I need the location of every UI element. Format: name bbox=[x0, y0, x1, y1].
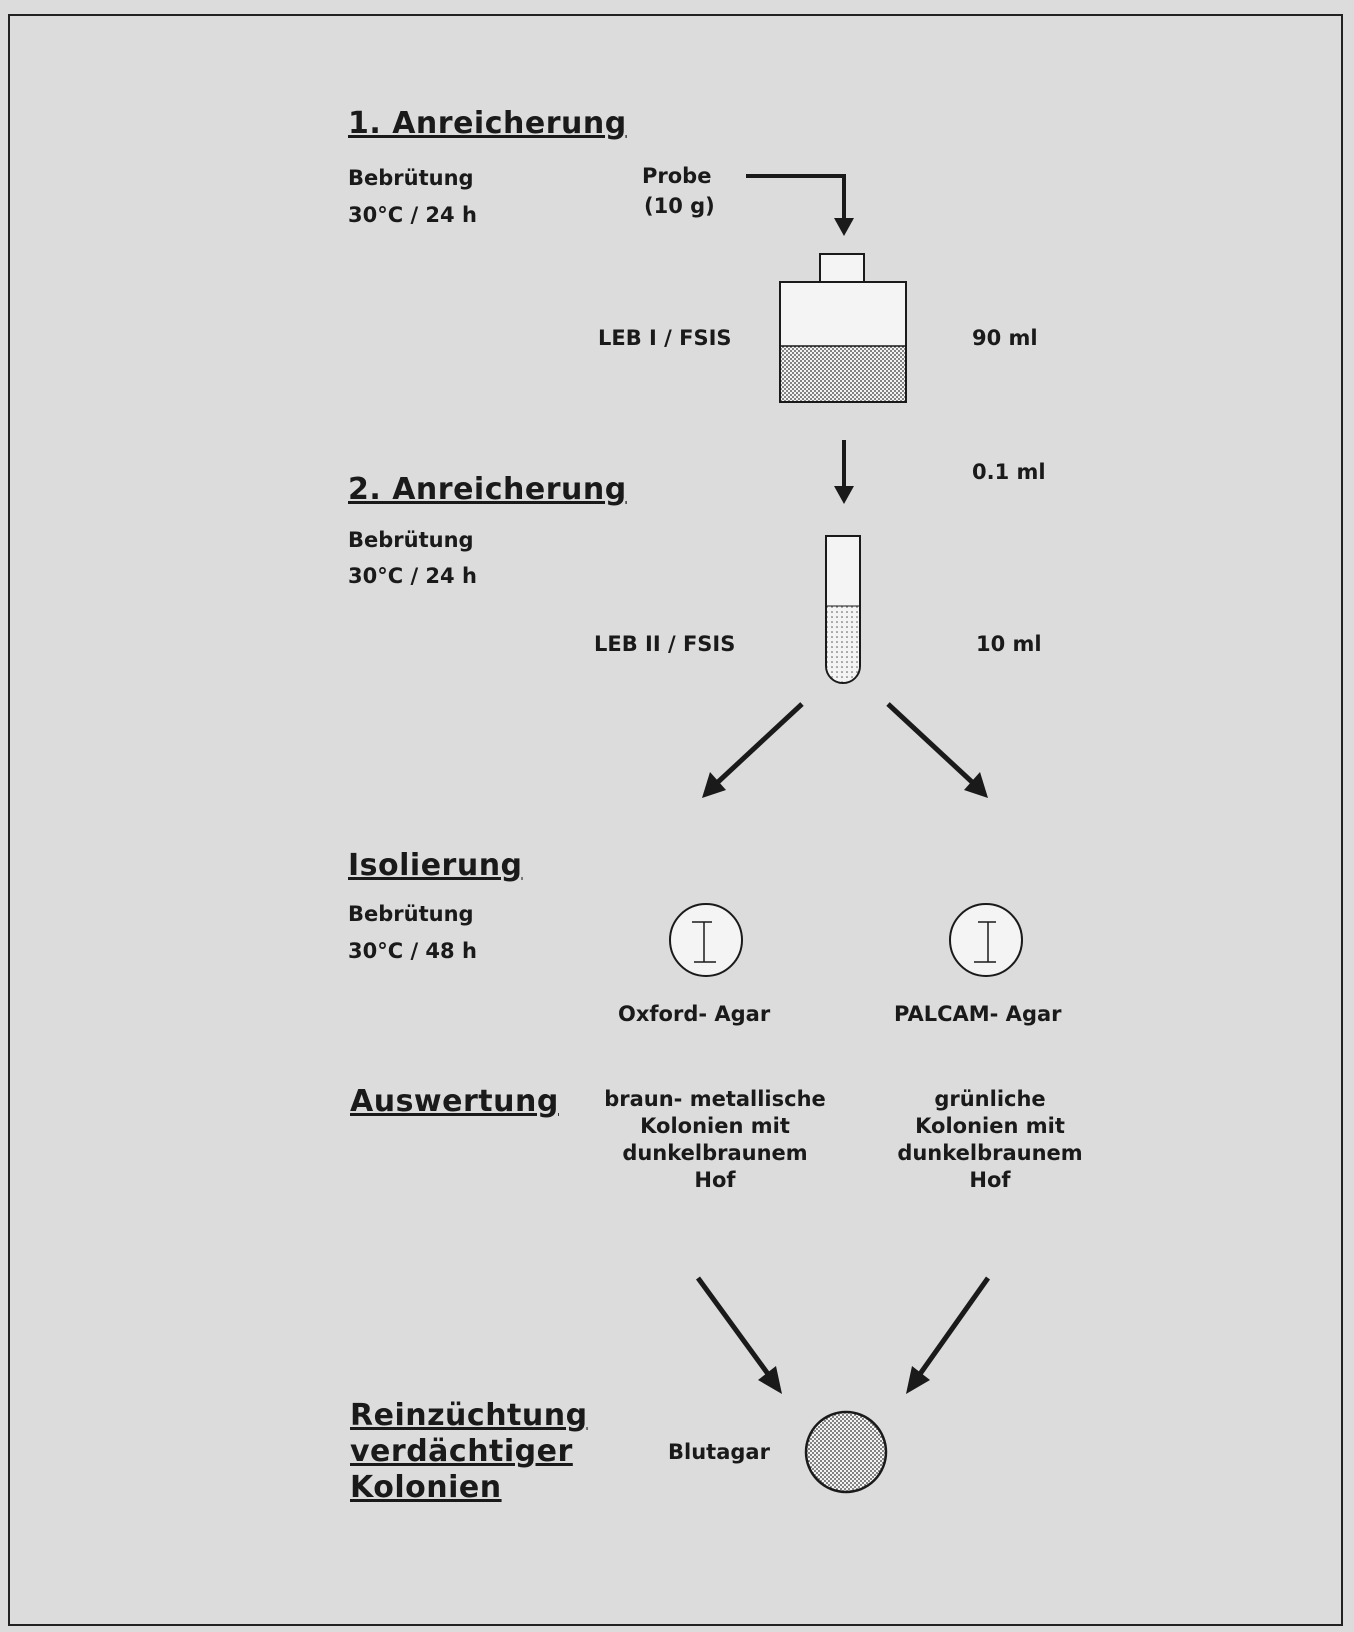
oxford-agar-plate-icon bbox=[669, 903, 743, 977]
blood-agar-plate-icon bbox=[804, 1410, 888, 1494]
bottle-volume: 90 ml bbox=[972, 326, 1038, 350]
oxford-result-line2: Kolonien mit bbox=[640, 1114, 790, 1138]
oxford-agar-label: Oxford- Agar bbox=[618, 1002, 771, 1026]
arrow-to-oxford bbox=[702, 702, 804, 798]
palcam-agar-label: PALCAM- Agar bbox=[894, 1002, 1062, 1026]
enrichment-bottle-icon bbox=[779, 253, 907, 403]
arrow-from-oxford bbox=[695, 1276, 782, 1394]
arrow-from-palcam bbox=[906, 1276, 991, 1394]
sample-weight: (10 g) bbox=[644, 194, 715, 218]
transfer-arrow bbox=[834, 440, 854, 504]
palcam-result: grünliche Kolonien mit dunkelbraunem Hof bbox=[850, 1086, 1130, 1194]
incubation-label-3: Bebrütung bbox=[348, 902, 474, 926]
palcam-result-line2: Kolonien mit bbox=[915, 1114, 1065, 1138]
incubation-label-1: Bebrütung bbox=[348, 166, 474, 190]
oxford-result-line4: Hof bbox=[694, 1168, 736, 1192]
incubation-value-3: 30°C / 48 h bbox=[348, 939, 477, 963]
heading-evaluation: Auswertung bbox=[350, 1084, 559, 1119]
palcam-result-line1: grünliche bbox=[934, 1087, 1046, 1111]
heading-isolation: Isolierung bbox=[348, 848, 523, 883]
heading-purification-1: Reinzüchtung bbox=[350, 1398, 588, 1433]
tube-medium-label: LEB II / FSIS bbox=[594, 632, 736, 656]
incubation-value-2: 30°C / 24 h bbox=[348, 564, 477, 588]
diagram-frame bbox=[8, 14, 1343, 1626]
arrow-to-palcam bbox=[886, 702, 988, 798]
heading-purification-3: Kolonien bbox=[350, 1470, 502, 1505]
incubation-label-2: Bebrütung bbox=[348, 528, 474, 552]
transfer-volume: 0.1 ml bbox=[972, 460, 1046, 484]
enrichment-tube-icon bbox=[825, 535, 861, 684]
palcam-result-line3: dunkelbraunem bbox=[897, 1141, 1083, 1165]
sample-label: Probe bbox=[642, 164, 712, 188]
heading-enrichment-1: 1. Anreicherung bbox=[348, 106, 627, 141]
bottle-medium-label: LEB I / FSIS bbox=[598, 326, 732, 350]
oxford-result-line3: dunkelbraunem bbox=[622, 1141, 808, 1165]
blood-agar-label: Blutagar bbox=[668, 1440, 770, 1464]
heading-enrichment-2: 2. Anreicherung bbox=[348, 472, 627, 507]
oxford-result: braun- metallische Kolonien mit dunkelbr… bbox=[570, 1086, 860, 1194]
heading-purification-2: verdächtiger bbox=[350, 1434, 573, 1469]
tube-volume: 10 ml bbox=[976, 632, 1042, 656]
palcam-agar-plate-icon bbox=[949, 903, 1023, 977]
palcam-result-line4: Hof bbox=[969, 1168, 1011, 1192]
incubation-value-1: 30°C / 24 h bbox=[348, 203, 477, 227]
oxford-result-line1: braun- metallische bbox=[604, 1087, 826, 1111]
sample-arrow bbox=[746, 174, 854, 236]
